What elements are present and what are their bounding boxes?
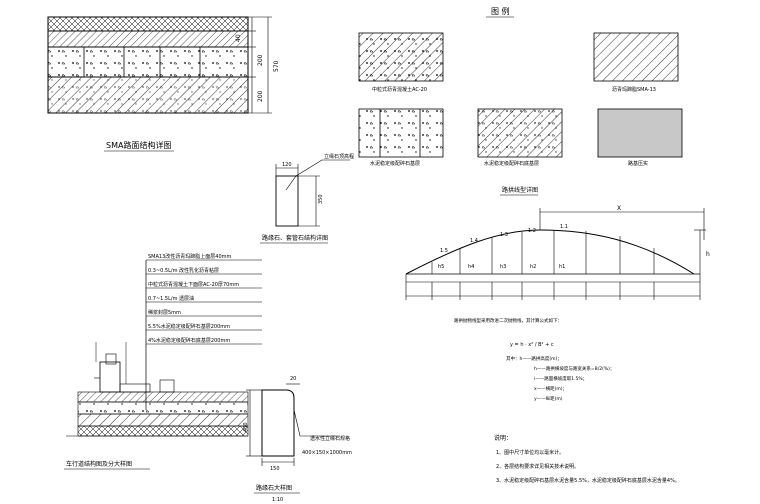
layer-item-2: 0.3~0.5L/m 改性乳化沥青粘层 <box>148 267 219 274</box>
legend-swatch-ac20 <box>358 32 444 82</box>
crown-seg-h3: h3 <box>500 264 506 270</box>
curb-stone-note-2: 400×150×1000mm <box>302 450 352 456</box>
layer-item-5: 稀浆封层5mm <box>148 309 181 316</box>
legend-swatch-sma13 <box>593 32 679 82</box>
notes-item-1: 1、图中尺寸单位均以毫米计。 <box>496 449 564 456</box>
crown-formula-4: x——横距(m)； <box>534 385 567 392</box>
legend-label-base: 水泥稳定级配碎石基层 <box>370 160 420 167</box>
curb-detail-note: 立缘石顶高程 <box>324 153 354 160</box>
curb-stone-scale: 1:10 <box>272 497 283 503</box>
crown-seg-h4: h4 <box>468 264 474 270</box>
road-cross-section <box>66 342 249 437</box>
sma-dim-1: 40 <box>235 34 242 42</box>
layer-item-7: 4%水泥稳定级配碎石底基层200mm <box>148 337 230 344</box>
curb-detail-side-dim: 350 <box>318 194 324 204</box>
curb-stone-note-1: 透水性立缘石规格 <box>310 435 350 442</box>
legend-swatch-subgrade <box>597 108 683 158</box>
curb-detail-top-dim: 120 <box>282 162 292 168</box>
crown-formula-2: h——路拱横坡度与路宽关系=B/2(%)； <box>534 365 614 372</box>
crown-formula-1: 其中：h——路拱高度(m)； <box>506 355 562 362</box>
legend-swatch-base <box>358 108 444 158</box>
legend-title: 图 例 <box>491 6 510 16</box>
legend-label-sma13: 沥青玛蹄脂SMA-13 <box>612 86 656 93</box>
crown-arc-2: 1.4 <box>470 238 478 244</box>
curb-stone-top-dim: 20 <box>290 376 296 382</box>
layer-callout-leader <box>145 259 262 410</box>
legend-swatch-subbase <box>477 108 563 158</box>
crown-x-dim: X <box>617 205 621 212</box>
legend-label-subgrade: 路基压实 <box>628 160 648 167</box>
sma-section-title: SMA路面结构详图 <box>106 140 171 150</box>
curb-stone-bottom-dim: 150 <box>270 466 280 472</box>
notes-title: 说明： <box>494 434 512 442</box>
crown-seg-h5: h5 <box>438 264 444 270</box>
crown-arc-5: 1.1 <box>560 224 568 230</box>
sma-section-drawing <box>47 16 272 114</box>
notes-item-2: 2、各层结构要求详见相关技术说明。 <box>496 463 579 470</box>
crown-formula-0: y = h · x² / B² + c <box>510 342 554 348</box>
crown-h-dim: h <box>706 251 710 258</box>
road-structure-title: 车行道结构图及分大样图 <box>66 460 132 468</box>
crown-arc-4: 1.2 <box>528 228 536 234</box>
layer-item-6: 5.5%水泥稳定级配碎石基层200mm <box>148 323 230 330</box>
curb-stone-title: 路缘石大样图 <box>256 484 292 492</box>
crown-note: 路拱抛物线型采用改进二次抛物线，其计算公式如下： <box>454 317 562 324</box>
layer-item-3: 中粒式沥青混凝土下面层AC-20厚70mm <box>148 281 239 288</box>
sma-dim-2: 200 <box>257 54 264 66</box>
notes-item-3: 3、水泥稳定级配碎石基层水泥含量5.5%，水泥稳定级配碎石底基层水泥含量4%。 <box>496 477 680 484</box>
crown-arc-1: 1.5 <box>440 248 448 254</box>
curb-detail-title: 路缘石、套管石结构详图 <box>262 234 328 242</box>
crown-profile-drawing <box>405 208 706 300</box>
layer-item-1: SMA13改性沥青玛蹄脂上面层40mm <box>148 253 232 260</box>
sma-dim-3: 200 <box>257 90 264 102</box>
curb-stone-height-dim: 400 <box>243 422 249 432</box>
legend-label-subbase: 水泥稳定级配碎石底基层 <box>484 160 539 167</box>
sma-dim-total: 570 <box>273 60 280 72</box>
legend-label-ac20: 中粒式沥青混凝土AC-20 <box>372 86 427 93</box>
crown-arc-3: 1.3 <box>500 232 508 238</box>
crown-title: 路拱线型详图 <box>502 186 538 194</box>
crown-seg-h2: h2 <box>530 264 536 270</box>
curb-stone-drawing <box>246 383 340 466</box>
layer-item-4: 0.7~1.5L/m 透层油 <box>148 295 194 302</box>
crown-formula-5: y——纵距(m) <box>534 396 563 402</box>
crown-seg-h1: h1 <box>559 264 565 270</box>
curb-detail-drawing <box>275 159 350 227</box>
crown-formula-3: i——路面横坡度取1.5%； <box>534 375 587 382</box>
